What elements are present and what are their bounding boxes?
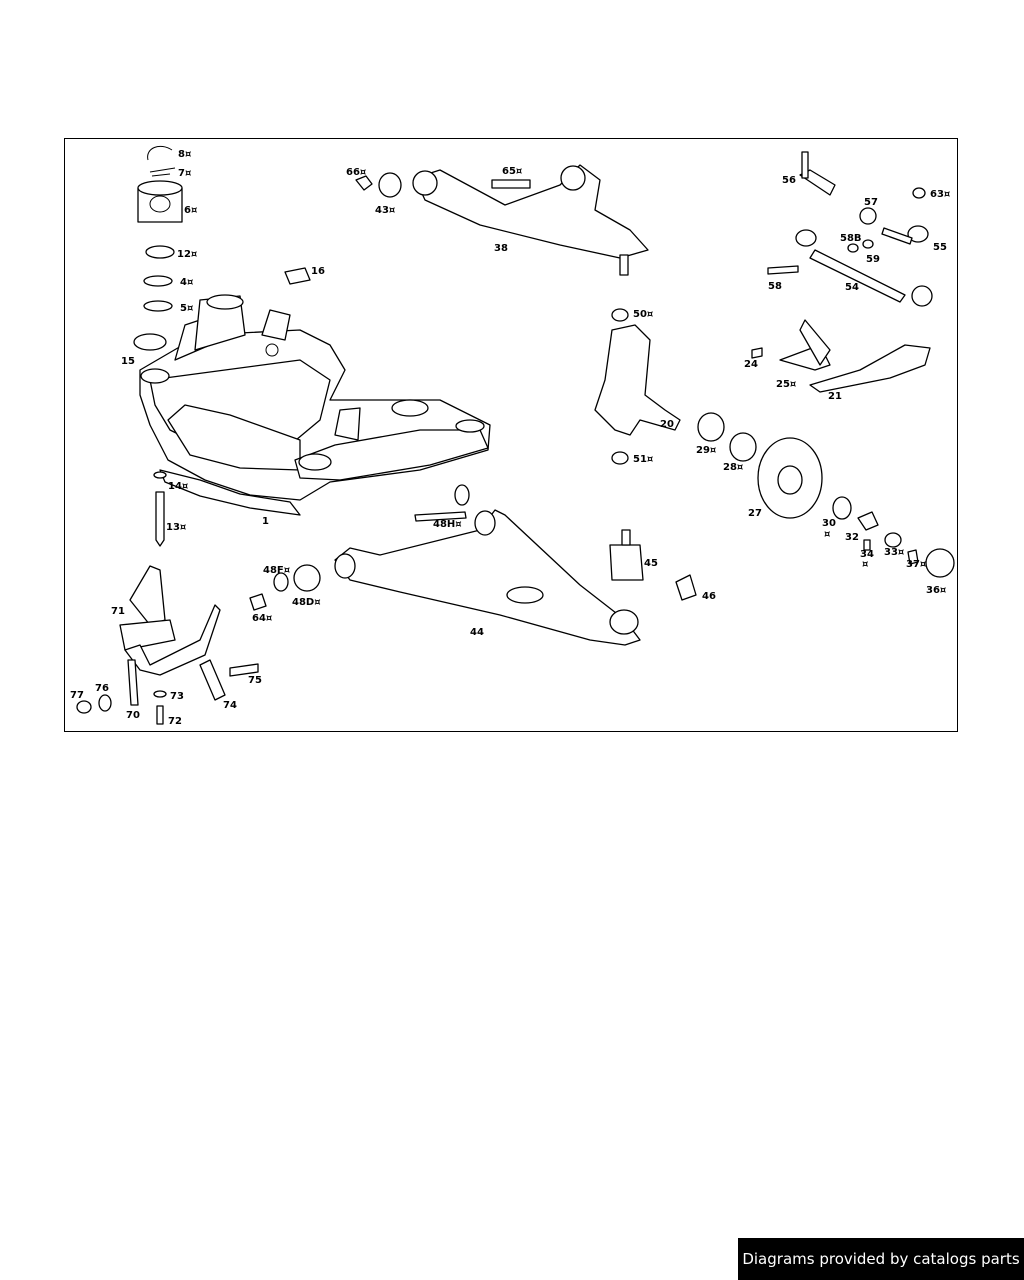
label-33: 33¤ bbox=[884, 547, 905, 558]
label-24: 24 bbox=[744, 359, 758, 370]
label-21: 21 bbox=[828, 391, 842, 402]
label-28: 28¤ bbox=[723, 462, 744, 473]
label-54: 54 bbox=[845, 282, 859, 293]
label-48F: 48F¤ bbox=[263, 565, 291, 576]
label-73: 73 bbox=[170, 691, 184, 702]
credit-text: Diagrams provided by catalogs parts bbox=[742, 1250, 1020, 1268]
label-75: 75 bbox=[248, 675, 262, 686]
label-37: 37¤ bbox=[906, 559, 927, 570]
label-56: 56 bbox=[782, 175, 796, 186]
label-1: 1 bbox=[262, 516, 269, 527]
label-15: 15 bbox=[121, 356, 135, 367]
label-4: 4¤ bbox=[180, 277, 194, 288]
lower-arm-drawing bbox=[249, 484, 697, 646]
steering-linkage-drawing bbox=[751, 151, 933, 393]
label-30: 30 bbox=[822, 518, 836, 529]
label-7: 7¤ bbox=[178, 168, 192, 179]
label-57: 57 bbox=[864, 197, 878, 208]
label-43: 43¤ bbox=[375, 205, 396, 216]
label-44: 44 bbox=[470, 627, 484, 638]
mount-parts-drawing bbox=[133, 145, 311, 547]
label-48H: 48H¤ bbox=[433, 519, 462, 530]
label-64: 64¤ bbox=[252, 613, 273, 624]
label-13: 13¤ bbox=[166, 522, 187, 533]
label-36: 36¤ bbox=[926, 585, 947, 596]
label-27: 27 bbox=[748, 508, 762, 519]
label-5: 5¤ bbox=[180, 303, 194, 314]
subframe-drawing bbox=[139, 294, 491, 516]
label-8: 8¤ bbox=[178, 149, 192, 160]
label-16: 16 bbox=[311, 266, 325, 277]
label-65: 65¤ bbox=[502, 166, 523, 177]
label-70: 70 bbox=[126, 710, 140, 721]
label-51: 51¤ bbox=[633, 454, 654, 465]
label-76: 76 bbox=[95, 683, 109, 694]
credit-banner: Diagrams provided by catalogs parts bbox=[738, 1238, 1024, 1280]
label-6: 6¤ bbox=[184, 205, 198, 216]
label-29: 29¤ bbox=[696, 445, 717, 456]
label-20: 20 bbox=[660, 419, 674, 430]
label-14: 14¤ bbox=[168, 481, 189, 492]
knuckle-hub-drawing bbox=[594, 308, 955, 578]
label-71: 71 bbox=[111, 606, 125, 617]
label-38: 38 bbox=[494, 243, 508, 254]
label-59: 59 bbox=[866, 254, 880, 265]
label-34: 34 bbox=[860, 549, 874, 560]
label-66: 66¤ bbox=[346, 167, 367, 178]
label-72: 72 bbox=[168, 716, 182, 727]
label-25: 25¤ bbox=[776, 379, 797, 390]
label-48D: 48D¤ bbox=[292, 597, 321, 608]
label-50: 50¤ bbox=[633, 309, 654, 320]
label-34-mark: ¤ bbox=[862, 559, 869, 570]
stabilizer-bracket-drawing bbox=[76, 565, 259, 725]
label-46: 46 bbox=[702, 591, 716, 602]
upper-arm-drawing bbox=[355, 164, 649, 276]
label-77: 77 bbox=[70, 690, 84, 701]
label-12: 12¤ bbox=[177, 249, 198, 260]
label-58B: 58B bbox=[840, 233, 862, 244]
label-45: 45 bbox=[644, 558, 658, 569]
label-58: 58 bbox=[768, 281, 782, 292]
diagram-frame bbox=[64, 138, 958, 732]
label-32: 32 bbox=[845, 532, 859, 543]
label-74: 74 bbox=[223, 700, 237, 711]
part-labels: 8¤ 7¤ 6¤ 12¤ 4¤ 5¤ 16 15 14¤ 13¤ 1 66¤ 4… bbox=[70, 149, 951, 727]
label-30-mark: ¤ bbox=[824, 529, 831, 540]
label-63: 63¤ bbox=[930, 189, 951, 200]
label-55: 55 bbox=[933, 242, 947, 253]
